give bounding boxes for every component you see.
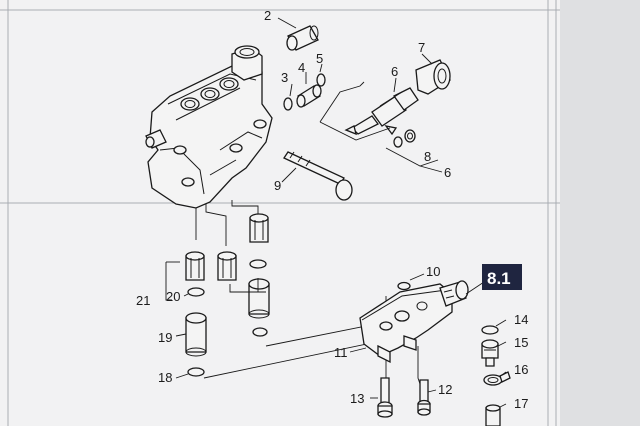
part-9-bolt bbox=[283, 151, 353, 201]
part-5-oring bbox=[316, 73, 326, 87]
badge-label: 8.1 bbox=[487, 269, 511, 288]
valve-cage-left bbox=[185, 251, 205, 281]
callout-12: 12 bbox=[438, 382, 452, 397]
paper-sheet bbox=[0, 0, 560, 426]
callout-11: 11 bbox=[334, 345, 348, 360]
part-6-injector bbox=[344, 87, 419, 136]
callout-17: 17 bbox=[514, 396, 528, 411]
valve-seat-right bbox=[248, 278, 270, 319]
part-4-valve-insert bbox=[296, 84, 322, 108]
callout-2: 2 bbox=[264, 8, 271, 23]
part-12-bolt bbox=[417, 379, 431, 416]
badge-background bbox=[482, 264, 522, 290]
leader-line bbox=[277, 17, 297, 29]
part-3-oring bbox=[283, 97, 293, 111]
callout-21: 21 bbox=[136, 293, 150, 308]
callout-19: 19 bbox=[158, 330, 172, 345]
part-19-valve-seat bbox=[185, 312, 207, 357]
part-11-valve-housing bbox=[359, 280, 469, 364]
part-18-oring bbox=[187, 367, 205, 377]
valve-cage-mid bbox=[217, 251, 237, 281]
callout-13: 13 bbox=[350, 391, 364, 406]
callout-14: 14 bbox=[514, 312, 528, 327]
pump-head-block bbox=[145, 45, 273, 209]
callout-9: 9 bbox=[274, 178, 281, 193]
callout-10: 10 bbox=[426, 264, 440, 279]
part-16-hose-clamp bbox=[483, 371, 511, 386]
callout-3: 3 bbox=[281, 70, 288, 85]
callout-7: 7 bbox=[418, 40, 425, 55]
callout-20: 20 bbox=[166, 289, 180, 304]
callout-4: 4 bbox=[298, 60, 305, 75]
assembly-guide-lines bbox=[165, 200, 259, 301]
callout-6-top: 6 bbox=[391, 64, 398, 79]
leader-line bbox=[281, 167, 297, 183]
part-10-oring bbox=[397, 281, 411, 291]
callout-8: 8 bbox=[424, 149, 431, 164]
oring-right-lower bbox=[252, 327, 268, 337]
part-14-oring bbox=[481, 325, 499, 335]
oring-right-upper bbox=[249, 259, 267, 269]
assembly-badge-8-1: 8.1 bbox=[482, 264, 522, 290]
part-15-hose-nipple bbox=[481, 339, 499, 367]
callout-labels: 2 3 4 5 6 7 8 6 9 10 11 12 13 14 15 16 1… bbox=[136, 8, 528, 411]
callout-5: 5 bbox=[316, 51, 323, 66]
callout-6-bottom: 6 bbox=[444, 165, 451, 180]
callout-16: 16 bbox=[514, 362, 528, 377]
leader-lines-top bbox=[289, 53, 443, 173]
grid-frame bbox=[0, 0, 560, 426]
callout-18: 18 bbox=[158, 370, 172, 385]
part-13-bolt bbox=[377, 377, 393, 418]
part-2-sleeve bbox=[286, 25, 319, 51]
callout-15: 15 bbox=[514, 335, 528, 350]
part-17-sleeve bbox=[485, 404, 501, 426]
valve-cage-right bbox=[249, 213, 269, 243]
part-20-oring bbox=[187, 287, 205, 297]
part-7-union-nut bbox=[415, 59, 451, 95]
part-8-seals bbox=[393, 129, 416, 148]
arrow-marker bbox=[384, 125, 398, 136]
